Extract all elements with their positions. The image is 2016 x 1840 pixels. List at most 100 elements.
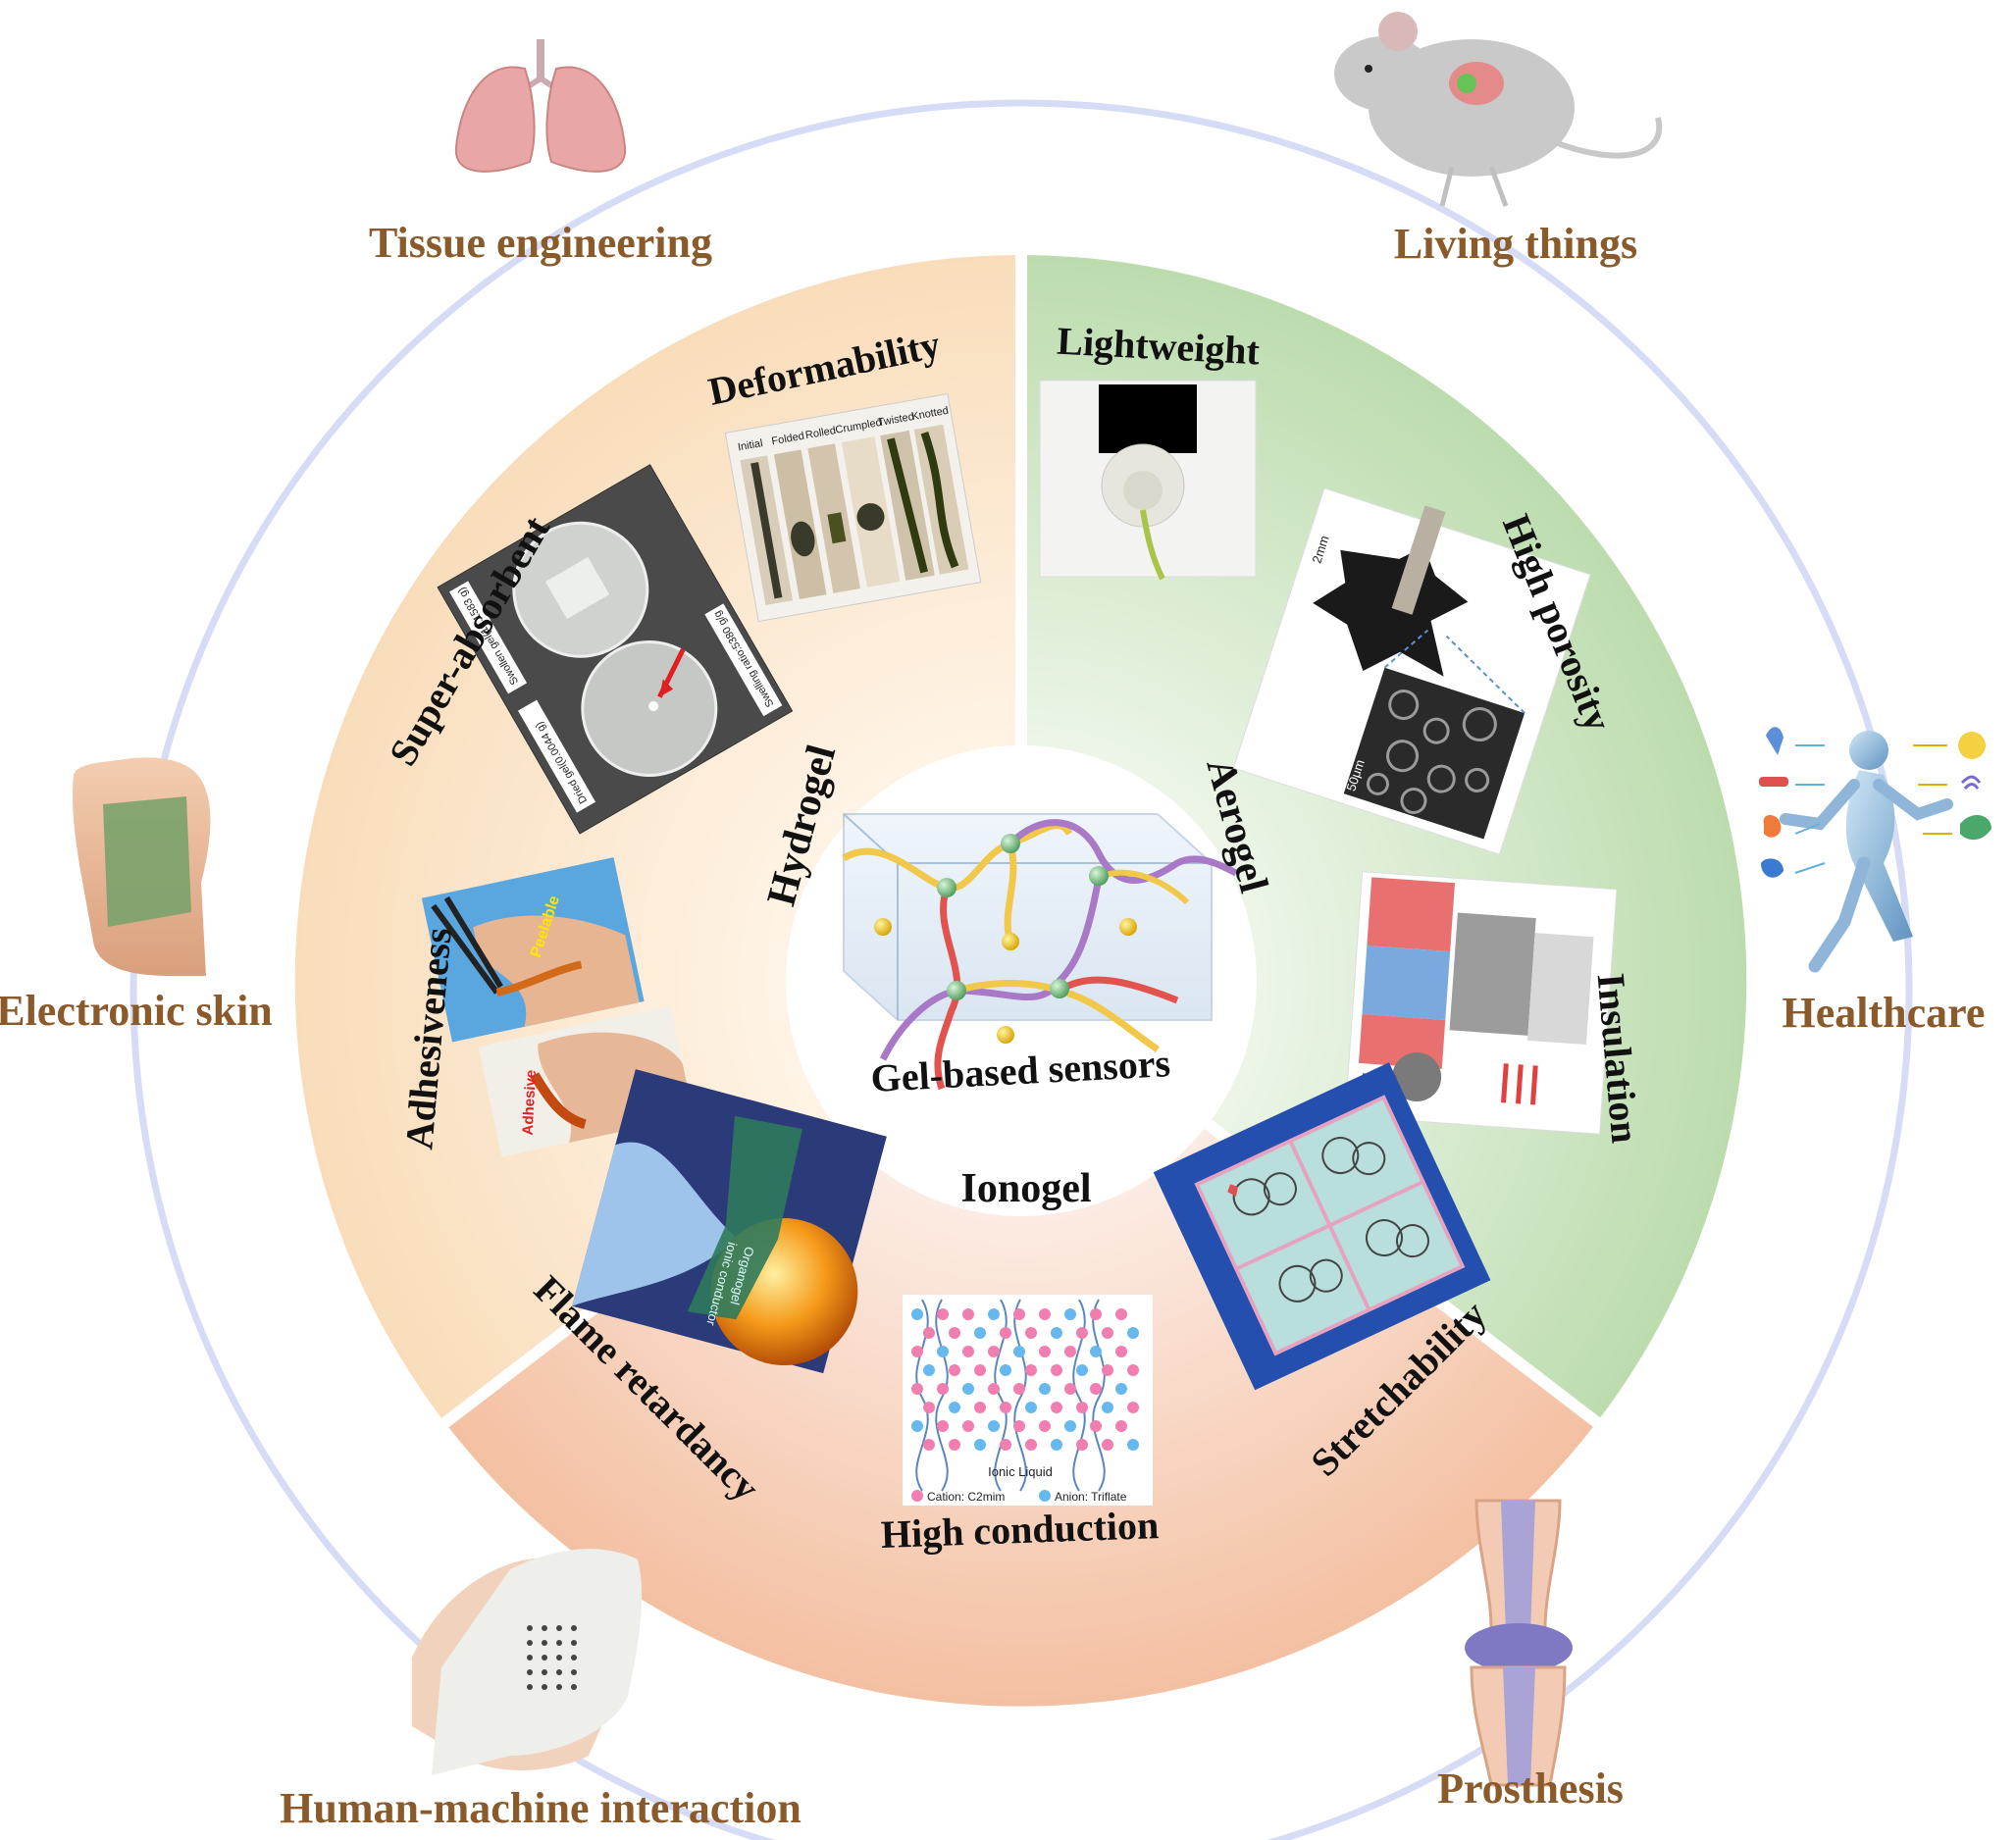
outer-ring [129,99,1913,1840]
ion-dot [1076,1439,1088,1451]
ion-dot [974,1327,986,1339]
ion-dot [1051,1439,1062,1451]
ion-dot [1064,1308,1076,1320]
ion-dot [962,1420,974,1432]
deform-state-rolled: Rolled [804,425,837,441]
ion-dot [937,1346,949,1357]
ion-dot [1076,1364,1088,1376]
high-conduction-panel: Ionic Liquid Cation: C2mim Anion: Trifla… [903,1295,1153,1506]
ionogel-label: Ionogel [960,1166,1091,1211]
living-things-label: Living things [1394,220,1637,268]
ion-dot [1090,1383,1102,1395]
ion-dot [1064,1383,1076,1395]
ion-dot [1000,1364,1011,1376]
ion-dot [923,1364,935,1376]
cation-text: Cation: C2mim [927,1490,1005,1504]
ion-dot [911,1420,923,1432]
ion-dot [988,1420,1000,1432]
ion-dot [988,1308,1000,1320]
tissue-engineering-label: Tissue engineering [369,219,712,267]
ion-dot [1115,1308,1127,1320]
ion-dot [1127,1439,1139,1451]
ion-dot [1051,1327,1062,1339]
ion-dot [1051,1364,1062,1376]
ion-dot [923,1327,935,1339]
ion-dot [1102,1364,1113,1376]
ion-dot [1025,1402,1037,1413]
gel-network-illustration [842,813,1238,1091]
anion-text: Anion: Triflate [1055,1490,1127,1504]
ion-dot [1013,1383,1025,1395]
healthcare-label: Healthcare [1783,989,1986,1037]
ion-dot [937,1420,949,1432]
high-conduction-label: High conduction [880,1503,1160,1557]
ion-dot [1115,1420,1127,1432]
ion-dot [1102,1327,1113,1339]
ion-dot [937,1308,949,1320]
ion-dot [949,1402,960,1413]
ion-dot [988,1383,1000,1395]
human-machine-icon [412,1549,643,1775]
ion-dot [1025,1439,1037,1451]
ion-dot [1000,1327,1011,1339]
flame-retardancy-panel: Organogel ionic conductor [572,1069,887,1374]
lightweight-label: Lightweight [1056,319,1261,374]
prosthesis-label: Prosthesis [1437,1764,1624,1813]
ion-dot [949,1327,960,1339]
ion-dot [1039,1346,1051,1357]
ion-dot [1127,1402,1139,1413]
high-porosity-panel: 2mm 50μm [1232,487,1591,855]
ion-dot [1115,1383,1127,1395]
ion-dot [1013,1308,1025,1320]
ion-dot [1039,1308,1051,1320]
ion-dot [1039,1420,1051,1432]
ion-dot [1013,1420,1025,1432]
ion-dot [937,1383,949,1395]
ion-dot [1127,1364,1139,1376]
ion-dot [962,1346,974,1357]
ion-dot [1064,1420,1076,1432]
human-machine-label: Human-machine interaction [280,1784,801,1832]
electronic-skin-label: Electronic skin [0,987,273,1035]
ion-dot [923,1402,935,1413]
ion-dot [974,1439,986,1451]
mouse-icon [1334,12,1663,207]
ion-dot [1000,1402,1011,1413]
ion-dot [974,1364,986,1376]
ion-dot [1051,1402,1062,1413]
ion-dot [911,1308,923,1320]
ion-dot [1102,1402,1113,1413]
deform-state-folded: Folded [771,431,805,448]
ion-dot [1076,1327,1088,1339]
ion-dot [1039,1383,1051,1395]
ion-dot [1115,1346,1127,1357]
ion-dot [1102,1439,1113,1451]
ion-dot [911,1346,923,1357]
ion-dot [1025,1364,1037,1376]
ion-dot [1013,1346,1025,1357]
adhesive-text: Adhesive [520,1069,540,1136]
ion-dot [1127,1327,1139,1339]
ion-dot [949,1364,960,1376]
stretchability-panel [1153,1062,1491,1391]
ionic-liquid-text: Ionic Liquid [988,1464,1053,1479]
adhesiveness-panel: Peelable Adhesive [421,857,695,1157]
electronic-skin-icon [73,757,211,976]
ion-dot [949,1439,960,1451]
ion-dot [1000,1439,1011,1451]
ion-dot [1090,1420,1102,1432]
ion-dot [962,1383,974,1395]
super-absorbent-panel: Swollen gel(10.1583 g) Dried gel(0.0044 … [437,464,794,835]
ion-dot [988,1346,1000,1357]
ion-dot [962,1308,974,1320]
ion-dot [1064,1346,1076,1357]
healthcare-icon [1759,727,1991,973]
lightweight-panel [1039,380,1257,581]
ion-dot [974,1402,986,1413]
deformability-panel: Initial Folded Rolled Crumpled Twisted K… [724,392,982,623]
ion-dot [1025,1327,1037,1339]
ion-dot [1076,1402,1088,1413]
ion-dot [1090,1308,1102,1320]
lungs-icon [445,27,642,179]
prosthesis-icon [1465,1499,1573,1787]
